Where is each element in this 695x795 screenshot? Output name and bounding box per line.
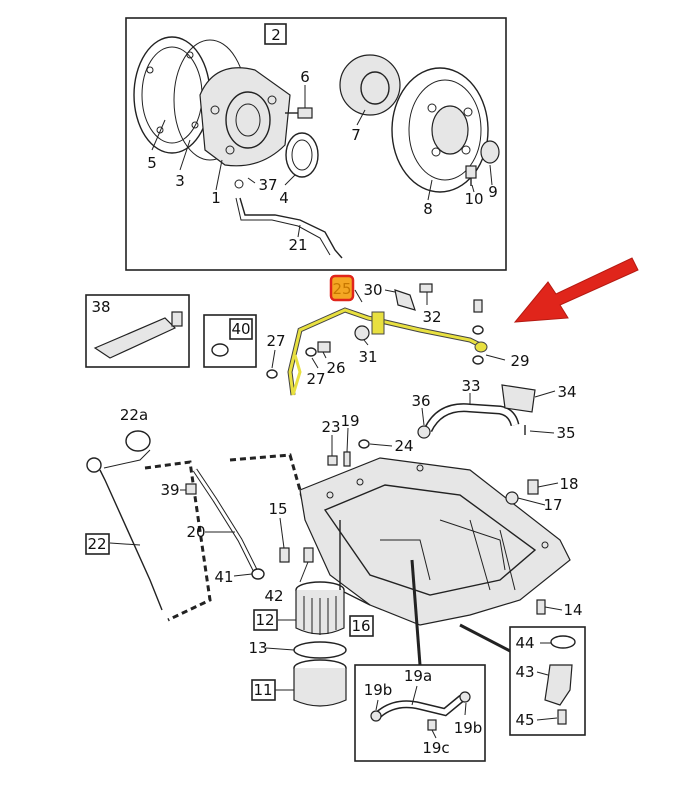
label-1: 1: [211, 189, 221, 207]
label-29: 29: [510, 352, 529, 370]
label-4: 4: [279, 189, 289, 207]
label-15: 15: [268, 500, 287, 518]
label-18: 18: [559, 475, 578, 493]
dipstick: [86, 430, 163, 611]
breather-hose: [417, 384, 536, 439]
label-25: 25: [332, 280, 351, 298]
label-14: 14: [563, 601, 582, 619]
oring-40: [211, 343, 229, 357]
label-26: 26: [326, 359, 345, 377]
label-41: 41: [214, 568, 233, 586]
label-5: 5: [147, 154, 157, 172]
pipe-fittings: [266, 283, 484, 379]
label-19a: 19a: [404, 667, 432, 685]
crank-pulley: [391, 67, 489, 193]
label-38: 38: [91, 298, 110, 316]
label-45: 45: [515, 711, 534, 729]
oring-22a: [125, 430, 151, 452]
pointer-arrow: [513, 257, 639, 323]
filter-housing: [293, 659, 347, 707]
label-12: 12: [255, 611, 274, 629]
label-34: 34: [557, 383, 576, 401]
label-44: 44: [515, 634, 534, 652]
oil-pump-housing: [199, 67, 291, 167]
label-13: 13: [248, 639, 267, 657]
label-22a: 22a: [120, 406, 148, 424]
label-31: 31: [358, 348, 377, 366]
bolt-10: [465, 165, 477, 186]
label-16: 16: [351, 617, 370, 635]
label-43: 43: [515, 663, 534, 681]
boxed-label-22: [85, 533, 110, 555]
label-8: 8: [423, 200, 433, 218]
label-21: 21: [288, 236, 307, 254]
label-11: 11: [253, 681, 272, 699]
label-30: 30: [363, 281, 382, 299]
label-27a: 27: [266, 332, 285, 350]
crank-seal: [285, 132, 319, 178]
label-3: 3: [175, 172, 185, 190]
label-32: 32: [422, 308, 441, 326]
label-6: 6: [300, 68, 310, 86]
label-36: 36: [411, 392, 430, 410]
label-19b-right: 19b: [454, 719, 483, 737]
label-40: 40: [231, 320, 250, 338]
label-27b: 27: [306, 370, 325, 388]
label-22: 22: [87, 535, 106, 553]
boxed-label-2: [264, 23, 287, 45]
sealant-tube: [93, 317, 177, 359]
label-10: 10: [464, 190, 483, 208]
crank-gear: [339, 54, 401, 116]
boxed-label-40: [229, 318, 253, 340]
label-20: 20: [186, 523, 205, 541]
label-2: 2: [271, 26, 281, 44]
label-39: 39: [160, 481, 179, 499]
boxed-label-16: [349, 615, 374, 637]
label-24: 24: [394, 437, 413, 455]
label-35: 35: [556, 424, 575, 442]
dipstick-tube-outline: [144, 460, 212, 622]
filter-seal: [293, 641, 347, 659]
label-37: 37: [258, 176, 277, 194]
label-17: 17: [543, 496, 562, 514]
highlight-box-25: [329, 274, 355, 302]
label-7: 7: [351, 126, 361, 144]
label-19: 19: [340, 412, 359, 430]
label-19b-left: 19b: [364, 681, 393, 699]
label-33: 33: [461, 377, 480, 395]
oil-filter: [295, 581, 345, 635]
oil-pan: [299, 457, 571, 626]
boxed-label-12: [253, 609, 278, 631]
label-23: 23: [321, 418, 340, 436]
pulley-nut: [480, 140, 500, 164]
oil-pickup-pipe: [239, 197, 343, 259]
label-42: 42: [264, 587, 283, 605]
label-9: 9: [488, 183, 498, 201]
boxed-label-11: [251, 679, 276, 701]
oil-pipe-25: [287, 307, 488, 396]
label-19c: 19c: [422, 739, 449, 757]
